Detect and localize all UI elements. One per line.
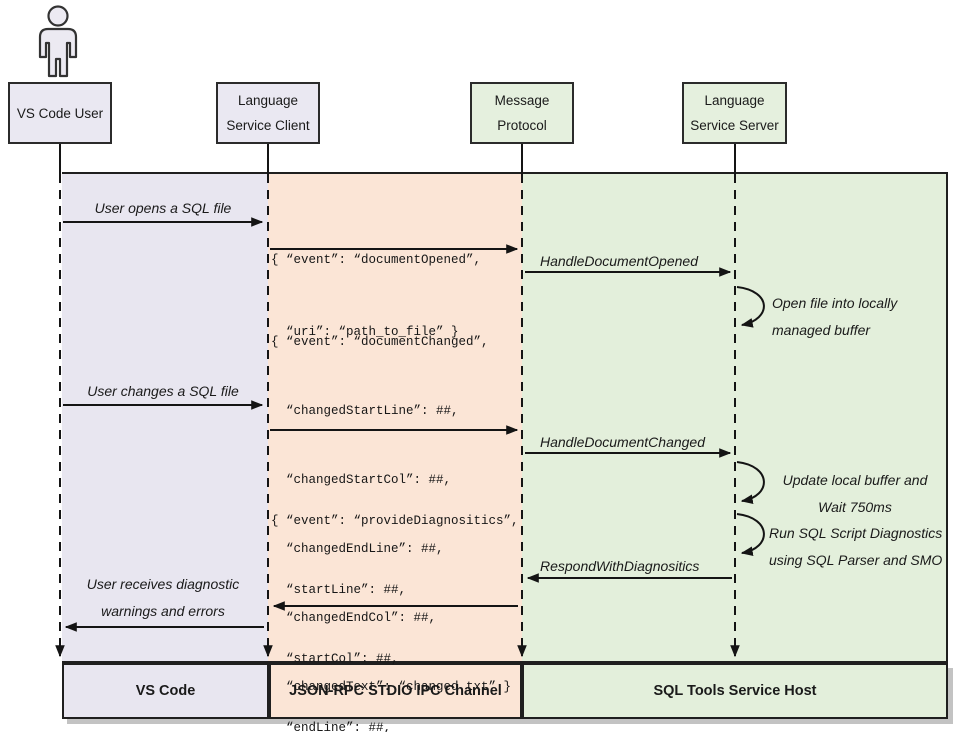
footer-box-vscode: VS Code — [62, 663, 269, 719]
label-user-changes-sql-file: User changes a SQL file — [87, 383, 239, 399]
annotation-update-buffer: Update local buffer and Wait 750ms — [782, 472, 928, 515]
user-actor-icon — [38, 5, 78, 78]
actor-box-language-service-client: Language Service Client — [216, 82, 320, 144]
annotation-open-buffer: Open file into locally managed buffer — [772, 295, 898, 338]
selfloop-open-buffer — [736, 286, 765, 328]
actor-head — [47, 5, 69, 27]
label-handle-document-opened: HandleDocumentOpened — [540, 253, 698, 269]
actor-label-line1: Language — [237, 93, 299, 108]
actor-label-line2: Service Server — [690, 118, 779, 133]
annotation-run-diagnostics: Run SQL Script Diagnostics using SQL Par… — [769, 525, 943, 568]
actor-label-line2: Service Client — [226, 118, 310, 133]
payload-document-opened: { “event”: “documentOpened”, “uri”: “pat… — [271, 253, 482, 339]
payload-provide-diagnostics: { “event”: “provideDiagnositics”, “start… — [271, 514, 519, 732]
actor-box-message-protocol: Message Protocol — [470, 82, 574, 144]
footer-box-sql-tools-service-host: SQL Tools Service Host — [522, 663, 948, 719]
actor-label-line1: Message — [494, 93, 550, 108]
actor-label-line1: Language — [704, 93, 765, 108]
actor-body — [38, 27, 78, 78]
label-user-receives-diagnostics: User receives diagnostic warnings and er… — [86, 576, 240, 619]
label-user-opens-sql-file: User opens a SQL file — [94, 200, 232, 216]
footer-box-ipc-channel: JSON-RPC STDIO IPC Channel — [269, 663, 522, 719]
actor-label-line2: Protocol — [497, 118, 547, 133]
actor-box-vscode-user: VS Code User — [8, 82, 112, 144]
lane-ipc-channel — [268, 174, 522, 661]
selfloop-run-diagnostics — [736, 513, 765, 556]
lane-vscode — [62, 174, 268, 661]
actor-box-language-service-server: Language Service Server — [682, 82, 787, 144]
label-respond-with-diagnostics: RespondWithDiagnositics — [540, 558, 700, 574]
selfloop-update-buffer — [736, 461, 765, 504]
payload-document-changed: { “event”: “documentChanged”, “changedSt… — [271, 335, 512, 694]
label-handle-document-changed: HandleDocumentChanged — [540, 434, 705, 450]
footer-row: VS Code JSON-RPC STDIO IPC Channel SQL T… — [62, 663, 948, 719]
actor-label: VS Code User — [16, 105, 104, 121]
